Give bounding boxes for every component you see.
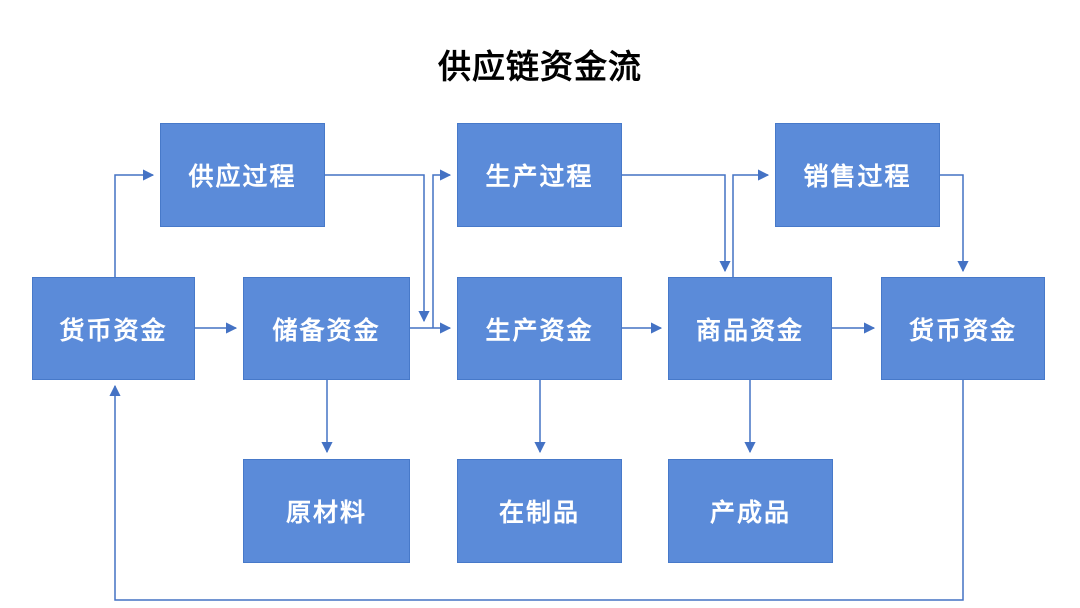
node-production-fund: 生产资金	[457, 277, 622, 380]
page-title: 供应链资金流	[438, 48, 642, 85]
node-reserve-fund: 储备资金	[243, 277, 410, 380]
node-production-process: 生产过程	[457, 123, 622, 227]
edge-money-left-to-supply-process	[114, 169, 155, 277]
node-finished-goods: 产成品	[668, 459, 833, 563]
node-raw-material: 原材料	[243, 459, 410, 563]
node-commodity-fund: 商品资金	[668, 277, 832, 380]
node-money-fund-left: 货币资金	[32, 277, 195, 380]
node-supply-process: 供应过程	[160, 123, 325, 227]
edge-junction-to-production-process	[432, 169, 452, 328]
node-money-fund-right: 货币资金	[881, 277, 1045, 380]
edge-sales-process-to-money-right	[940, 174, 969, 273]
edge-commodity-fund-to-sales-process	[732, 169, 770, 277]
edge-production-process-to-commodity-fund	[622, 174, 731, 273]
node-work-in-progress: 在制品	[457, 459, 622, 563]
node-sales-process: 销售过程	[775, 123, 940, 227]
